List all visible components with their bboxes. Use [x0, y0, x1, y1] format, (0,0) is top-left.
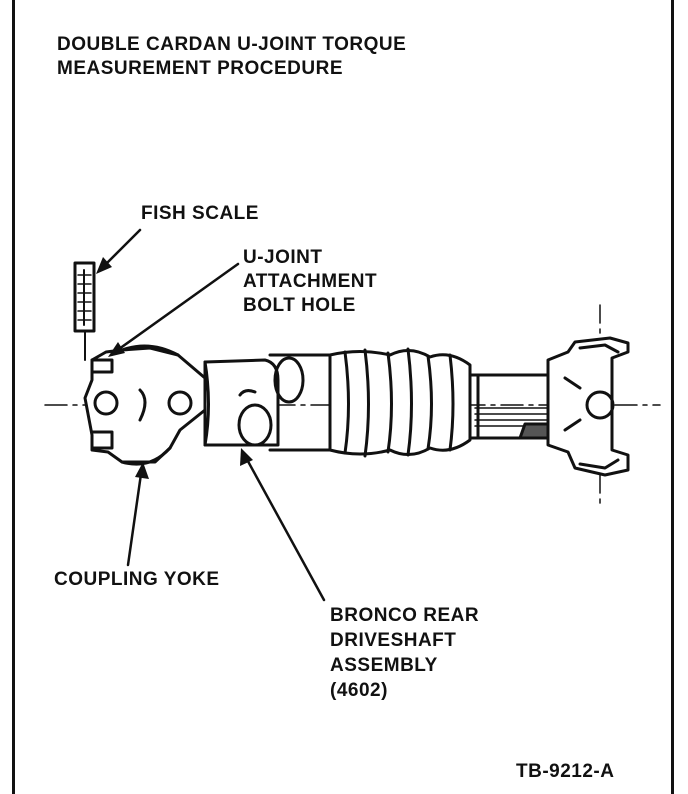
driveshaft-arrowhead	[240, 448, 253, 466]
driveshaft-label-line-2: DRIVESHAFT	[330, 630, 457, 651]
bolt-hole-arrowhead	[108, 342, 125, 357]
end-yoke	[546, 336, 630, 477]
bolt-hole-label-line-3: BOLT HOLE	[243, 295, 356, 316]
coupling-yoke-arrowhead	[135, 462, 149, 479]
figure-title-line-2: MEASUREMENT PROCEDURE	[57, 58, 344, 79]
bolt-hole-label-line-2: ATTACHMENT	[243, 271, 378, 292]
slip-yoke-shaft	[468, 373, 550, 440]
driveshaft-label-line-3: ASSEMBLY	[330, 655, 438, 676]
coupling-yoke-leader	[126, 465, 144, 567]
driveshaft-label-line-4: (4602)	[330, 680, 388, 701]
leader-lines	[98, 228, 326, 602]
bolt-hole-label-line-1: U-JOINT	[243, 247, 323, 268]
fish-scale-arrowhead	[96, 257, 112, 274]
fish-scale-label: FISH SCALE	[141, 203, 259, 224]
figure-frame	[12, 0, 674, 794]
figure-id: TB-9212-A	[516, 761, 615, 782]
driveshaft-label-line-1: BRONCO REAR	[330, 605, 480, 626]
coupling-yoke	[83, 344, 207, 466]
rubber-boot	[328, 347, 472, 458]
center-housing	[203, 356, 305, 447]
fish-scale	[73, 261, 96, 361]
coupling-yoke-label: COUPLING YOKE	[54, 569, 220, 590]
bolt-hole-leader	[110, 262, 240, 356]
driveshaft-leader	[242, 452, 326, 602]
figure-title-line-1: DOUBLE CARDAN U-JOINT TORQUE	[57, 34, 407, 55]
